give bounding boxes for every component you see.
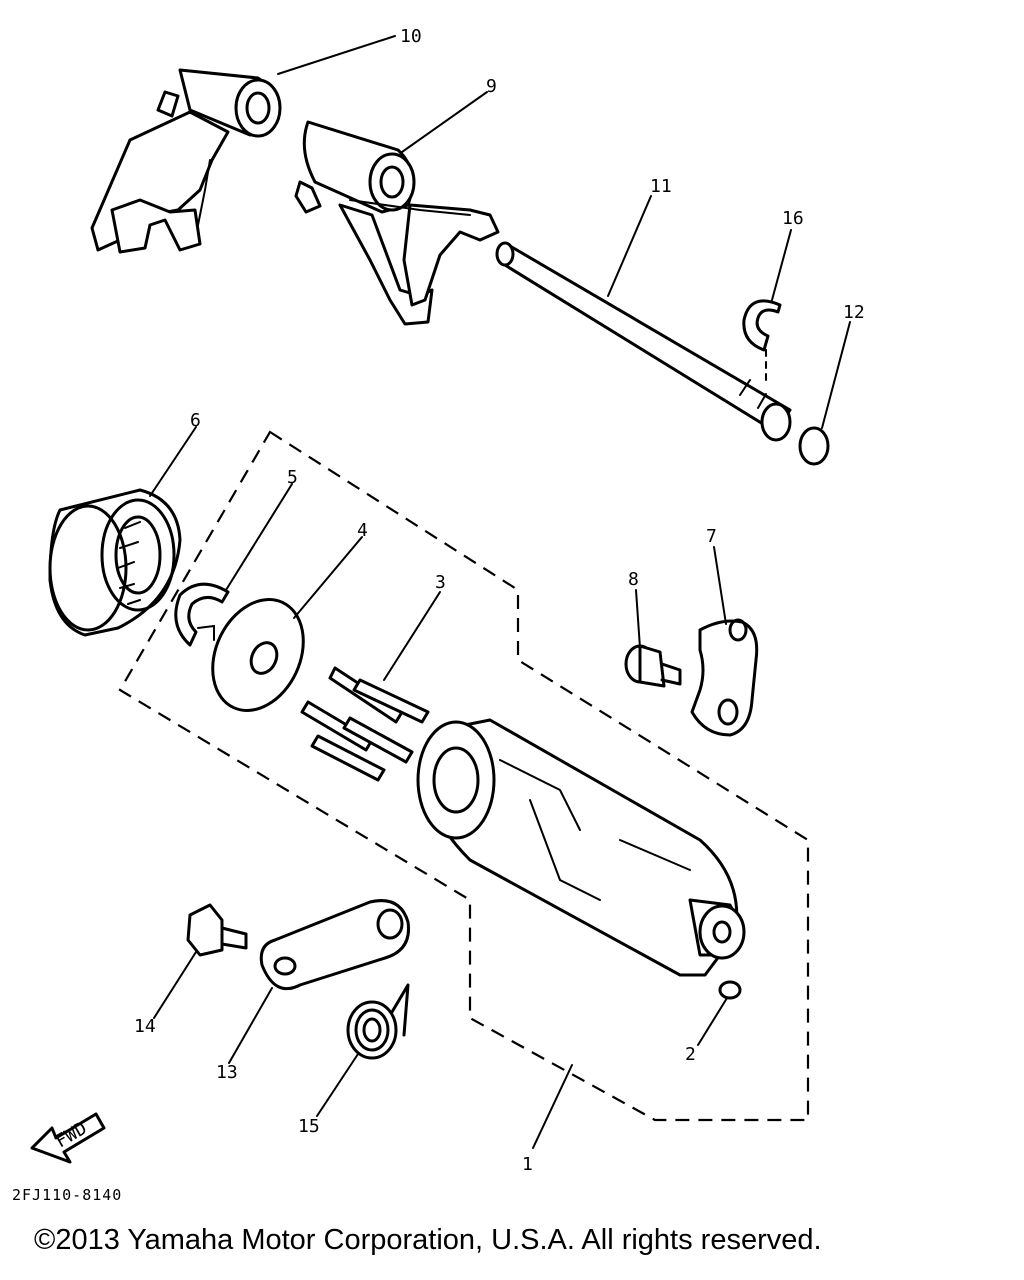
callout-3: 3 (435, 572, 446, 593)
callout-7: 7 (706, 526, 717, 547)
callout-15: 15 (298, 1116, 320, 1137)
o-ring-12[interactable] (798, 426, 830, 466)
shift-fork-10[interactable] (90, 68, 282, 254)
plate-7[interactable] (690, 618, 759, 737)
callout-10: 10 (400, 26, 422, 47)
callout-6: 6 (190, 410, 201, 431)
callout-8: 8 (628, 569, 639, 590)
callout-4: 4 (357, 520, 368, 541)
spring-15[interactable] (346, 983, 410, 1060)
copyright-notice: ©2013 Yamaha Motor Corporation, U.S.A. A… (34, 1224, 822, 1256)
callout-2: 2 (685, 1044, 696, 1065)
lever-13[interactable] (259, 899, 411, 991)
leader-lines (149, 35, 851, 1149)
callout-11: 11 (650, 176, 672, 197)
washer-4[interactable] (195, 585, 320, 726)
callout-12: 12 (843, 302, 865, 323)
assembly-boundary (118, 430, 810, 1122)
fwd-arrow-icon: FWD (30, 1112, 106, 1164)
circlip-5[interactable] (174, 582, 230, 647)
bolt-14[interactable] (186, 903, 248, 957)
bearing-6[interactable] (48, 488, 182, 637)
shift-cam-drum-1[interactable] (416, 718, 746, 977)
drawing-code: 2FJ110-8140 (12, 1186, 122, 1204)
guide-bar-11[interactable] (495, 241, 792, 442)
callout-1: 1 (522, 1154, 533, 1175)
callout-5: 5 (287, 467, 298, 488)
screw-8[interactable] (624, 644, 682, 688)
callout-13: 13 (216, 1062, 238, 1083)
callout-16: 16 (782, 208, 804, 229)
pins-3[interactable] (300, 666, 430, 782)
callout-9: 9 (486, 76, 497, 97)
circlip-16[interactable] (742, 299, 782, 386)
callout-14: 14 (134, 1016, 156, 1037)
pin-2[interactable] (718, 980, 742, 1000)
shift-fork-9[interactable] (294, 120, 500, 326)
